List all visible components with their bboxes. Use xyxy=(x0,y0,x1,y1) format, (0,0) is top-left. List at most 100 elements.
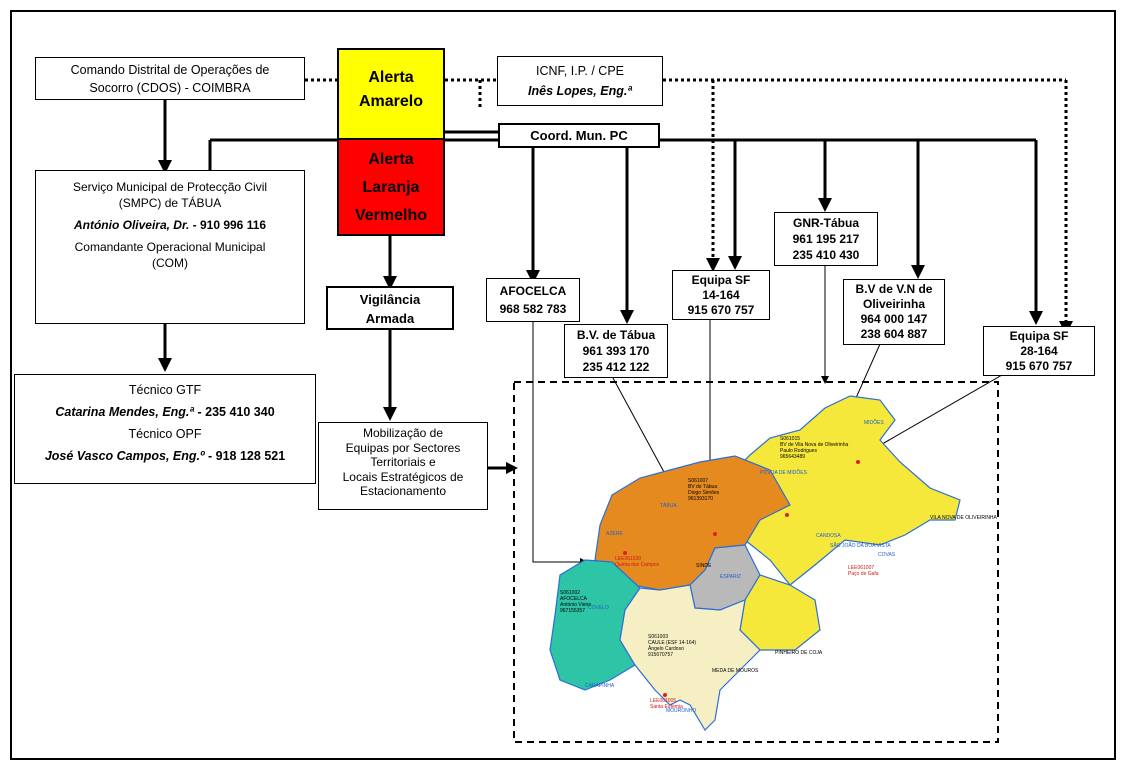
tecnico-opf-name: José Vasco Campos, Eng.º xyxy=(44,449,205,463)
alert-yellow: Alerta Amarelo xyxy=(337,48,445,138)
alert-red-line2: Laranja xyxy=(362,179,420,196)
mobilizacao-box: Mobilização de Equipas por Sectores Terr… xyxy=(318,422,488,510)
cdos-line2: Socorro (CDOS) - COIMBRA xyxy=(89,81,251,95)
map-sector-label: S061002 AFOCELCA António Vieira 96715535… xyxy=(560,590,610,614)
tecnico-gtf-phone: - 235 410 340 xyxy=(194,405,275,419)
map-point-code: LEE061030 xyxy=(615,556,642,562)
coord-mun-pc-box: Coord. Mun. PC xyxy=(498,123,660,148)
map-label-person: Ângelo Cardoso xyxy=(648,646,684,652)
map-point-label: LEE061005 Santa Eufémia xyxy=(650,698,683,710)
gnr-line2: 961 195 217 xyxy=(792,232,860,246)
map-label-code: S061015 xyxy=(780,436,801,442)
map-sector-label: S061007 BV de Tábua Diogo Simões 9613931… xyxy=(688,478,738,502)
map-place-label: MOURONHO xyxy=(666,708,697,714)
equipa-sf-28-box: Equipa SF 28-164 915 670 757 xyxy=(983,326,1095,376)
map-place-label: VILA NOVA DE OLIVEIRINHA xyxy=(930,515,997,521)
map-label-unit: AFOCELCA xyxy=(560,596,587,602)
icnf-box: ICNF, I.P. / CPE Inês Lopes, Eng.ª xyxy=(497,56,663,106)
alert-red-line3: Vermelho xyxy=(354,207,428,224)
map-place-label: MIDÕES xyxy=(864,420,884,426)
tecnico-gtf-name: Catarina Mendes, Eng.ª xyxy=(55,405,195,419)
tecnico-opf-title: Técnico OPF xyxy=(128,427,202,441)
smpc-contact-phone: - 910 996 116 xyxy=(189,218,267,232)
equipa-sf-14-box: Equipa SF 14-164 915 670 757 xyxy=(672,270,770,320)
bv-vn-line2: Oliveirinha xyxy=(862,297,926,311)
icnf-contact-name: Inês Lopes, Eng.ª xyxy=(528,84,632,98)
tecnico-gtf-title: Técnico GTF xyxy=(128,383,202,397)
bv-tabua-line3: 235 412 122 xyxy=(582,360,650,374)
bv-vn-line3: 964 000 147 xyxy=(860,312,928,326)
equipa-14-line1: Equipa SF xyxy=(691,273,751,287)
mobilizacao-line5: Estacionamento xyxy=(359,484,447,498)
municipality-map xyxy=(549,395,961,731)
cdos-box: Comando Distrital de Operações de Socorr… xyxy=(35,57,305,100)
map-label-phone: 965643489 xyxy=(780,454,806,460)
map-place-label: AZERE xyxy=(606,531,623,537)
map-sector-label: S061015 BV de Vila Nova de Oliveirinha P… xyxy=(780,436,850,460)
equipa-28-line3: 915 670 757 xyxy=(1005,359,1073,373)
smpc-contact-name: António Oliveira, Dr. xyxy=(73,218,190,232)
bv-tabua-box: B.V. de Tábua 961 393 170 235 412 122 xyxy=(564,324,668,378)
equipa-28-line1: Equipa SF xyxy=(1009,329,1069,343)
map-label-person: António Vieira xyxy=(560,602,592,608)
map-point-name: Quinta dos Campos xyxy=(615,562,660,568)
gnr-box: GNR-Tábua 961 195 217 235 410 430 xyxy=(774,212,878,266)
mobilizacao-line3: Territoriais e xyxy=(370,455,436,469)
map-label-phone: 915670757 xyxy=(648,652,674,658)
gnr-line3: 235 410 430 xyxy=(792,248,860,262)
map-label-code: S061003 xyxy=(648,634,669,640)
map-place-label: MEDA DE MOUROS xyxy=(712,668,759,674)
smpc-line4: Comandante Operacional Municipal xyxy=(74,240,266,254)
smpc-line2: (SMPC) de TÁBUA xyxy=(118,196,222,210)
gnr-line1: GNR-Tábua xyxy=(793,216,859,230)
smpc-box: Serviço Municipal de Protecção Civil (SM… xyxy=(35,170,305,324)
map-place-label: SÃO JOÃO DA BOA VISTA xyxy=(830,543,891,549)
afocelca-line1: AFOCELCA xyxy=(499,284,567,298)
tecnicos-box: Técnico GTF Catarina Mendes, Eng.ª - 235… xyxy=(14,374,316,484)
alert-red: Alerta Laranja Vermelho xyxy=(337,138,445,236)
map-label-code: S061002 xyxy=(560,590,581,596)
outer-frame xyxy=(10,10,1116,760)
map-label-unit: CAULE (ESF 14-164) xyxy=(648,640,697,646)
cdos-line1: Comando Distrital de Operações de xyxy=(70,63,270,77)
equipa-14-line2: 14-164 xyxy=(702,288,740,302)
map-place-label: PÓVOA DE MIDÕES xyxy=(760,470,807,476)
bv-vn-line1: B.V de V.N de xyxy=(855,282,933,296)
bv-tabua-line2: 961 393 170 xyxy=(582,344,650,358)
vigilancia-line2: Armada xyxy=(365,311,415,326)
map-label-phone: 967155357 xyxy=(560,608,586,614)
smpc-line1: Serviço Municipal de Protecção Civil xyxy=(72,180,268,194)
bv-vn-oliveirinha-box: B.V de V.N de Oliveirinha 964 000 147 23… xyxy=(843,279,945,345)
alert-red-line1: Alerta xyxy=(368,151,414,168)
mobilizacao-line4: Locais Estratégicos de xyxy=(342,469,464,484)
map-point-label: LEE061030 Quinta dos Campos xyxy=(615,556,659,568)
vigilancia-line1: Vigilância xyxy=(359,292,421,307)
alert-yellow-line2: Amarelo xyxy=(358,93,424,110)
map-place-label: COVAS xyxy=(878,552,896,558)
tecnico-opf-phone: - 918 128 521 xyxy=(204,449,286,463)
map-place-label: ESPARIZ xyxy=(720,574,742,580)
map-sector-label: S061003 CAULE (ESF 14-164) Ângelo Cardos… xyxy=(648,634,708,658)
map-place-label: TÁBUA xyxy=(660,503,677,509)
map-place-label: CARAPINHA xyxy=(585,683,615,689)
map-label-phone: 961393170 xyxy=(688,496,714,502)
afocelca-box: AFOCELCA 968 582 783 xyxy=(486,278,580,322)
map-point-code: LEE061005 xyxy=(650,698,677,704)
afocelca-line2: 968 582 783 xyxy=(499,302,567,316)
vigilancia-box: Vigilância Armada xyxy=(326,286,454,330)
equipa-28-line2: 28-164 xyxy=(1020,344,1058,358)
mobilizacao-line1: Mobilização de xyxy=(362,426,444,440)
map-place-label: COVELO xyxy=(588,605,609,611)
map-label-person: Paulo Rodrigues xyxy=(780,448,817,454)
map-point-name: Santa Eufémia xyxy=(650,704,683,710)
bv-tabua-line1: B.V. de Tábua xyxy=(576,328,656,342)
alert-yellow-line1: Alerta xyxy=(368,69,414,86)
map-point-code: LEE061007 xyxy=(848,565,875,571)
smpc-line5: (COM) xyxy=(152,256,188,270)
map-place-label: CANDOSA xyxy=(816,533,841,539)
map-place-label: PINHEIRO DE COJA xyxy=(775,650,823,656)
coord-label: Coord. Mun. PC xyxy=(530,128,628,143)
map-label-code: S061007 xyxy=(688,478,709,484)
map-point-name: Paço de Gafa xyxy=(848,571,879,577)
